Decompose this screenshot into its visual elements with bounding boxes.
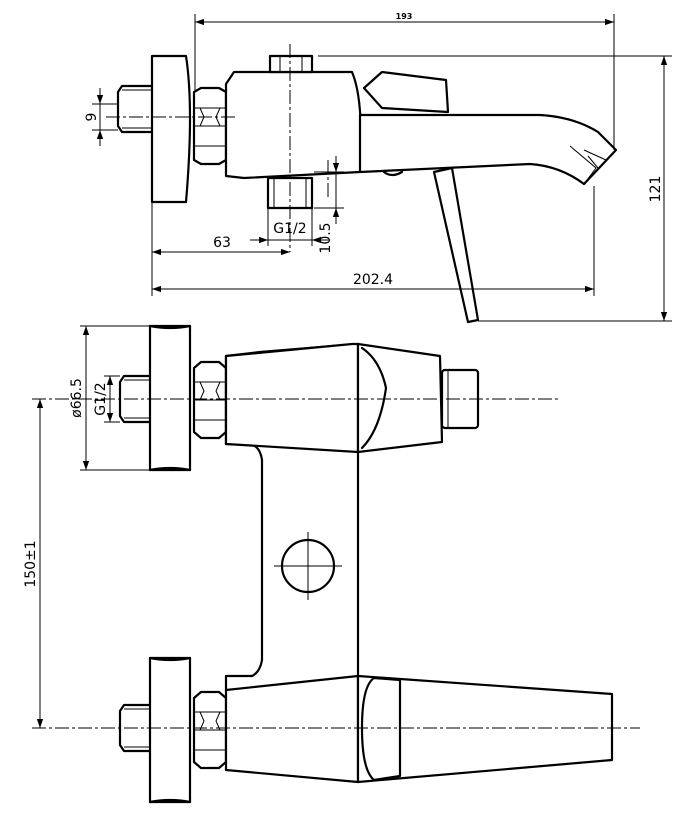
side-lever-top <box>362 70 450 114</box>
front-spout-inset <box>360 676 402 782</box>
front-upper-flange <box>148 324 192 472</box>
side-inlet-stub <box>116 84 154 134</box>
side-spout <box>358 113 618 186</box>
front-dimensions: ø66.5 G1/2 150±1 <box>23 325 150 728</box>
side-handle <box>432 166 480 324</box>
dim-202-4-label: 202.4 <box>353 272 393 288</box>
side-wall-flange <box>150 54 192 204</box>
side-view <box>106 44 618 324</box>
front-lower-flange <box>148 656 192 804</box>
front-lower-body <box>224 674 360 784</box>
dim-121-label: 121 <box>648 176 664 203</box>
dim-193-label: 193 <box>396 12 413 21</box>
dim-flange-diameter-label: ø66.5 <box>69 378 85 418</box>
front-upper-lever <box>356 342 444 454</box>
dim-10-5-label: 10.5 <box>318 222 334 253</box>
dim-g12-front-label: G1/2 <box>93 382 109 415</box>
dim-63-label: 63 <box>213 235 231 251</box>
front-view <box>32 324 640 804</box>
dim-9-label: 9 <box>84 113 100 122</box>
dim-g12-bottom-label: G1/2 <box>273 221 306 237</box>
side-valve-body <box>224 70 363 180</box>
front-upper-body <box>224 342 360 454</box>
side-dimensions: 193 121 9 G1/2 10.5 63 202.4 <box>84 12 672 322</box>
side-top-cap <box>268 54 314 74</box>
front-spout <box>356 674 614 784</box>
dim-150-label: 150±1 <box>23 540 39 587</box>
